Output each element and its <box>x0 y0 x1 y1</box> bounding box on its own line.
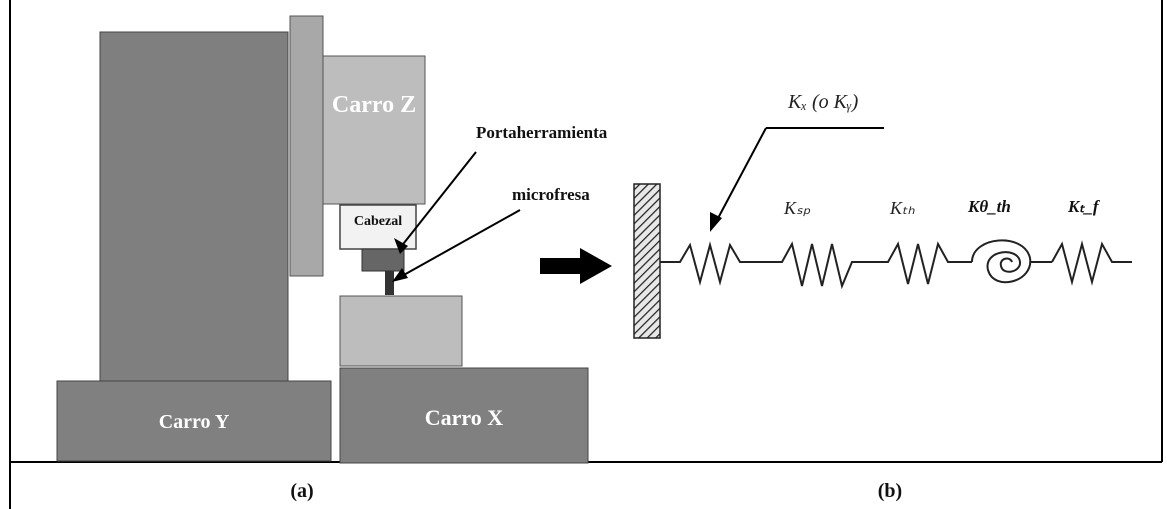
carro-x-label: Carro X <box>425 405 504 430</box>
kx-pointer-diagonal <box>715 127 767 223</box>
spring-label-ktf: Kₜ_f <box>1067 197 1101 216</box>
portaherramienta-pointer <box>399 151 477 249</box>
carro-z-block <box>322 55 426 205</box>
spring-model-panel: Kₓ (o Kᵧ) Kₛₚ Kₜₕ Kθ_th Kₜ_f (b) <box>633 91 1132 502</box>
kx-label: Kₓ (o Kᵧ) <box>787 91 859 113</box>
toolholder-block <box>361 248 405 272</box>
caption-a: (a) <box>290 480 313 502</box>
spring-label-ktheta: Kθ_th <box>967 197 1011 216</box>
carro-y-block <box>56 380 332 462</box>
spring-ksp <box>768 241 878 290</box>
column-block <box>99 31 289 385</box>
portaherramienta-label: Portaherramienta <box>476 123 608 142</box>
torsion-spring <box>971 239 1032 284</box>
portaherramienta-arrowhead <box>394 238 408 254</box>
cabezal-label: Cabezal <box>354 214 402 229</box>
transition-arrow <box>540 248 612 284</box>
workpiece-block <box>339 295 463 367</box>
spring-kth <box>878 241 972 285</box>
cabezal-block <box>339 204 417 250</box>
spring-kx <box>660 241 768 286</box>
spring-label-kth: Kₜₕ <box>889 198 915 218</box>
kx-arrowhead <box>710 212 722 232</box>
caption-b: (b) <box>878 480 902 502</box>
spring-ktf <box>1051 240 1132 286</box>
carro-z-label: Carro Z <box>332 92 416 118</box>
fixed-wall <box>633 183 661 339</box>
vertical-guide <box>289 15 324 277</box>
microtool <box>385 271 394 295</box>
microfresa-arrowhead <box>392 268 408 282</box>
microfresa-pointer <box>401 209 521 277</box>
microfresa-label: microfresa <box>512 185 590 204</box>
carro-x-block <box>339 367 589 464</box>
spring-label-ksp: Kₛₚ <box>783 198 811 218</box>
carro-y-label: Carro Y <box>159 411 230 433</box>
machine-panel: Carro Z Carro Y Carro X Cabezal Portaher… <box>56 15 608 502</box>
